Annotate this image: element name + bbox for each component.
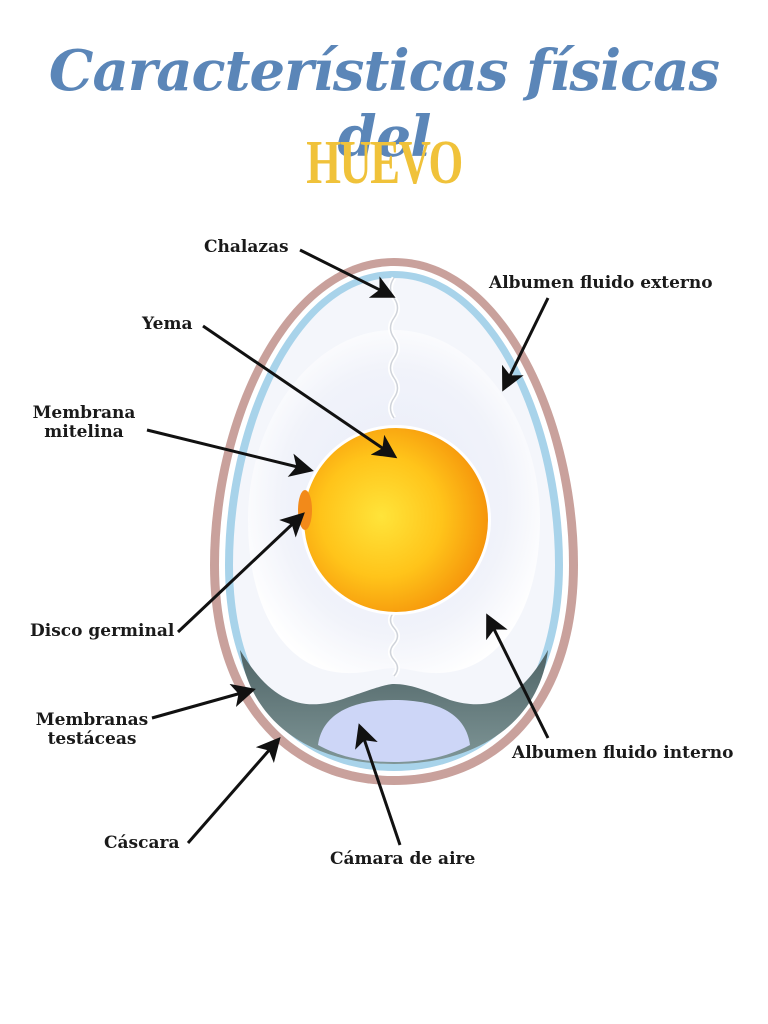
arrow-albumen-interno bbox=[486, 613, 550, 739]
label-cascara: Cáscara bbox=[104, 833, 180, 853]
title-huevo: HUEVO bbox=[306, 129, 463, 197]
germinal-disc bbox=[298, 490, 312, 530]
label-membrana-mitelina-line2: mitelina bbox=[44, 422, 124, 442]
label-yema: Yema bbox=[142, 314, 193, 334]
arrow-cascara bbox=[186, 736, 281, 844]
arrow-yema bbox=[202, 324, 398, 459]
label-membranas-testaceas-line1: Membranas bbox=[35, 710, 149, 730]
label-albumen-externo: Albumen fluido externo bbox=[489, 273, 713, 293]
yolk bbox=[304, 428, 488, 612]
label-disco-germinal: Disco germinal bbox=[30, 621, 175, 641]
title-script: Características físicas del bbox=[48, 38, 720, 170]
arrow-disco-germinal bbox=[176, 512, 305, 634]
label-membranas-testaceas: Membranas testáceas bbox=[30, 711, 154, 749]
arrow-chalazas bbox=[299, 248, 396, 298]
label-camara-de-aire: Cámara de aire bbox=[330, 849, 476, 869]
label-membranas-testaceas-line2: testáceas bbox=[47, 729, 137, 749]
label-albumen-interno: Albumen fluido interno bbox=[512, 743, 734, 763]
arrow-albumen-externo bbox=[502, 297, 550, 392]
arrow-camara-aire bbox=[355, 723, 402, 846]
label-membrana-mitelina-line1: Membrana bbox=[32, 403, 136, 423]
arrow-membrana-mitelina bbox=[146, 428, 314, 477]
label-membrana-mitelina: Membrana mitelina bbox=[28, 404, 140, 442]
arrow-membranas-testaceas bbox=[151, 683, 256, 720]
label-chalazas: Chalazas bbox=[204, 237, 289, 257]
